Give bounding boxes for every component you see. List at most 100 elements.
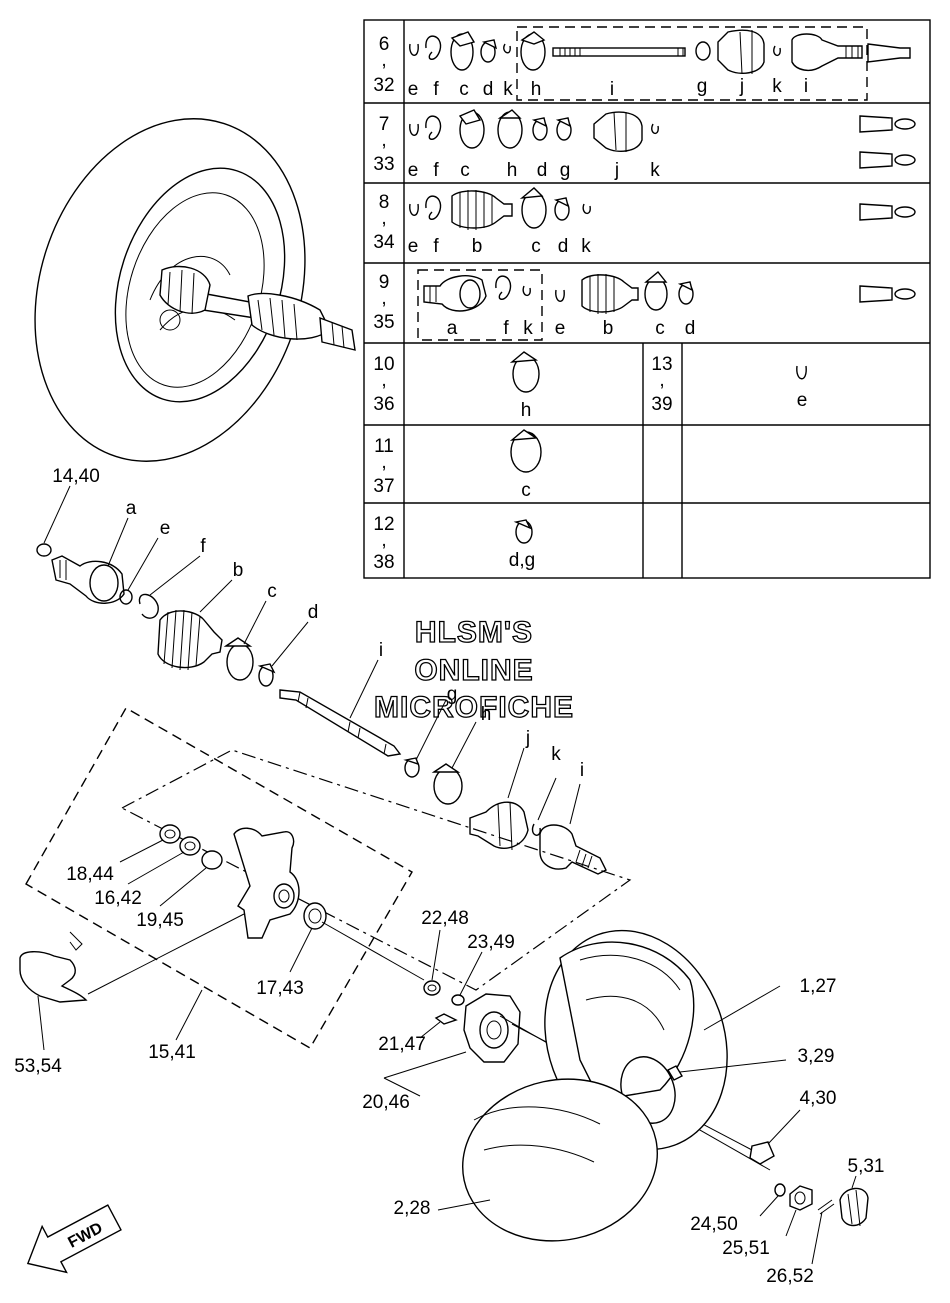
forward-direction-arrow: FWD (26, 1204, 122, 1274)
svg-text:4,30: 4,30 (800, 1088, 837, 1109)
svg-text:14,40: 14,40 (52, 466, 100, 487)
axle-nut-set: 24,50 25,51 26,52 5,31 (690, 1156, 884, 1287)
svg-text:a: a (126, 498, 137, 519)
svg-text:e: e (555, 318, 566, 339)
row-12-38-parts: d,g (509, 519, 535, 571)
row-12-38: 12 , 38 (373, 514, 394, 573)
svg-text:ONLINE: ONLINE (414, 654, 533, 687)
row-13-39: 13 , 39 (651, 354, 672, 415)
svg-text:8: 8 (379, 192, 390, 213)
svg-text:34: 34 (373, 232, 395, 253)
svg-text:d: d (483, 79, 494, 100)
svg-text:i: i (580, 760, 584, 781)
svg-text:c: c (521, 480, 531, 501)
svg-text:j: j (525, 728, 530, 749)
svg-text:5,31: 5,31 (848, 1156, 885, 1177)
svg-text:f: f (433, 236, 439, 257)
guard-part: 53,54 (14, 931, 88, 1077)
drive-shaft-exploded: 14,40 a e f b c d i g h j k i (36, 466, 607, 875)
row-10-36: 10 , 36 (373, 354, 394, 415)
svg-text:d: d (558, 236, 569, 257)
svg-text:6: 6 (379, 34, 390, 55)
svg-text:e: e (160, 518, 171, 539)
svg-text:i: i (804, 76, 808, 97)
svg-text:MICROFICHE: MICROFICHE (374, 691, 574, 724)
svg-text:13: 13 (651, 354, 672, 375)
wheel-assembly-illustration (34, 118, 356, 462)
svg-text:h: h (507, 160, 518, 181)
svg-text:17,43: 17,43 (256, 978, 304, 999)
svg-text:j: j (739, 76, 744, 97)
svg-text:,: , (381, 130, 386, 151)
svg-text:1,27: 1,27 (800, 976, 837, 997)
svg-text:21,47: 21,47 (378, 1034, 426, 1055)
svg-text:h: h (481, 704, 492, 725)
svg-text:d,g: d,g (509, 550, 535, 571)
svg-text:g: g (447, 684, 458, 705)
svg-text:b: b (472, 236, 483, 257)
svg-text:,: , (381, 50, 386, 71)
svg-text:k: k (581, 236, 591, 257)
knuckle-assembly: 18,44 16,42 19,45 17,43 15,41 (66, 824, 425, 1063)
row-8-34: 8 , 34 (373, 192, 395, 253)
assembly-boundary (120, 749, 632, 991)
svg-text:,: , (381, 370, 386, 391)
svg-text:2,28: 2,28 (394, 1198, 431, 1219)
svg-text:39: 39 (651, 394, 672, 415)
svg-text:h: h (531, 79, 542, 100)
svg-text:i: i (610, 79, 614, 100)
svg-text:d: d (537, 160, 548, 181)
kit-table: 6 , 32 7 , 33 8 , 34 9 , 35 10 , 36 13 ,… (363, 19, 931, 579)
svg-text:b: b (603, 318, 614, 339)
svg-text:b: b (233, 560, 244, 581)
svg-text:f: f (433, 79, 439, 100)
svg-text:e: e (408, 236, 419, 257)
svg-text:f: f (503, 318, 509, 339)
row-9-35-parts: a f k e b c d (423, 271, 916, 339)
svg-text:36: 36 (373, 394, 394, 415)
svg-text:f: f (200, 536, 206, 557)
svg-text:HLSM'S: HLSM'S (415, 616, 533, 649)
svg-text:f: f (433, 160, 439, 181)
svg-text:k: k (523, 318, 533, 339)
svg-text:h: h (521, 400, 532, 421)
svg-text:k: k (503, 79, 513, 100)
row-6-32-parts: e f c d k h i g j k i (408, 29, 911, 100)
row-11-37: 11 , 37 (373, 436, 394, 497)
svg-text:20,46: 20,46 (362, 1092, 410, 1113)
svg-text:g: g (560, 160, 571, 181)
svg-text:9: 9 (379, 272, 390, 293)
svg-text:7: 7 (379, 114, 390, 135)
svg-text:25,51: 25,51 (722, 1238, 770, 1259)
row-10-36-parts: h e (509, 351, 807, 421)
svg-text:35: 35 (373, 312, 394, 333)
svg-text:37: 37 (373, 476, 394, 497)
watermark: HLSM'S ONLINE MICROFICHE (373, 615, 574, 724)
svg-text:10: 10 (373, 354, 394, 375)
svg-text:e: e (408, 160, 419, 181)
svg-text:,: , (659, 370, 664, 391)
svg-text:,: , (381, 208, 386, 229)
svg-text:d: d (308, 602, 319, 623)
svg-text:23,49: 23,49 (467, 932, 515, 953)
svg-text:d: d (685, 318, 696, 339)
svg-text:18,44: 18,44 (66, 864, 114, 885)
row-7-33: 7 , 33 (373, 114, 394, 175)
svg-text:53,54: 53,54 (14, 1056, 62, 1077)
svg-text:k: k (772, 76, 782, 97)
svg-text:32: 32 (373, 75, 394, 96)
row-11-37-parts: c (509, 429, 542, 501)
hub-and-wheel: 22,48 23,49 21,47 20,46 1,27 3,29 4,30 2… (362, 908, 837, 1242)
svg-text:26,52: 26,52 (766, 1266, 814, 1287)
svg-text:c: c (459, 79, 469, 100)
svg-text:19,45: 19,45 (136, 910, 184, 931)
svg-text:i: i (379, 640, 383, 661)
svg-text:22,48: 22,48 (421, 908, 469, 929)
svg-text:c: c (267, 581, 277, 602)
svg-text:24,50: 24,50 (690, 1214, 738, 1235)
svg-text:j: j (614, 160, 619, 181)
svg-text:g: g (697, 76, 708, 97)
svg-text:k: k (551, 744, 561, 765)
svg-text:12: 12 (373, 514, 394, 535)
